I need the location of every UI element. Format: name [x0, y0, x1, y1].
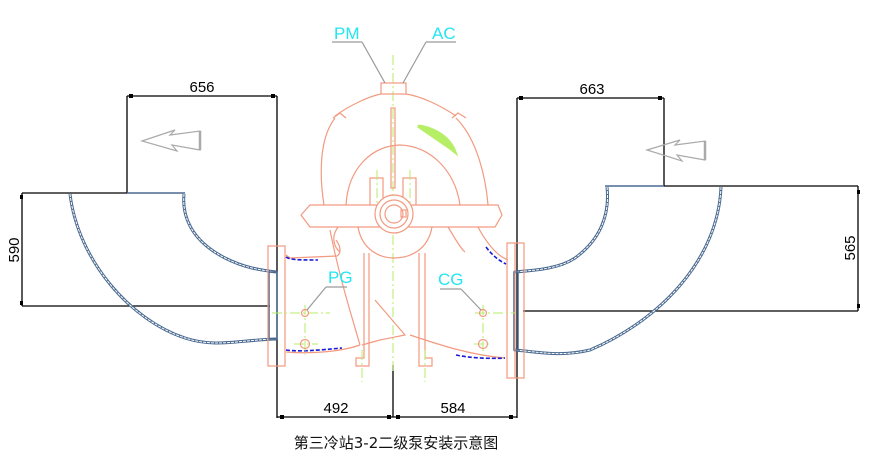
dim-tick: [509, 415, 513, 419]
split-flange: [300, 204, 503, 228]
body-lower-left: [285, 344, 361, 354]
dim-tick: [857, 190, 860, 194]
leg-right: [418, 253, 433, 367]
pipe-flange-face: [513, 271, 519, 351]
body-diagonal-left: [329, 229, 361, 346]
right-elbow-pipe: [513, 185, 723, 356]
hidden-line: [455, 354, 506, 360]
dim-tick: [658, 96, 662, 100]
bearing-mid: [379, 199, 409, 229]
dim-tick: [280, 415, 284, 419]
tag-cg: CG: [438, 270, 464, 289]
drawing-caption: 第三冷站3-2二级泵安装示意图: [294, 434, 499, 452]
dim-tick: [387, 415, 391, 419]
bearing-outer: [374, 194, 414, 234]
pg-tap-lower-icon: [299, 338, 311, 350]
body-diagonal-center: [361, 299, 407, 346]
dim-tick: [20, 301, 23, 305]
dim-tick: [271, 94, 275, 98]
volute-lugs: [332, 112, 467, 119]
tag-pg: PG: [328, 268, 353, 287]
casing-inner-arc: [345, 144, 461, 206]
instrument-tags: PM AC PG CG: [306, 24, 482, 311]
pump-stem: [390, 107, 396, 189]
flow-direction-arrow-icon: [644, 139, 706, 163]
dim-label-bottom-left: 492: [323, 400, 348, 417]
dim-label-bottom-right: 584: [440, 400, 465, 417]
shaft-key: [400, 209, 407, 218]
hidden-line: [285, 256, 319, 261]
tag-pm: PM: [334, 24, 360, 43]
hidden-line: [485, 246, 507, 265]
pg-leader: [306, 286, 327, 311]
flow-arrow-right: [644, 139, 707, 163]
body-upper-right: [477, 226, 509, 261]
dim-tick: [396, 415, 400, 419]
pipe-inner-inner: [183, 193, 277, 273]
casing-left: [320, 117, 336, 206]
dim-label-left-top: 656: [189, 79, 214, 96]
lower-bearing-housing: [357, 226, 433, 259]
cg-tap-lower-icon: [477, 338, 489, 350]
pipe-inner-inner: [513, 186, 609, 273]
ac-leader: [402, 41, 427, 84]
flange-left: [267, 245, 286, 367]
hidden-line: [285, 347, 343, 352]
casing-right: [455, 117, 489, 206]
shaft: [384, 204, 404, 224]
flow-arrow-left: [139, 129, 202, 153]
dim-tick: [519, 96, 523, 100]
bottom-dimension-group: 492 584: [277, 365, 517, 419]
pg-tap-icon: [300, 308, 310, 318]
cg-tap-icon: [478, 308, 488, 318]
pipe-outer-curve: [68, 193, 277, 345]
left-elbow-pipe: [68, 192, 278, 345]
left-dimension-group: 656 590: [6, 79, 278, 418]
pump-body: [267, 55, 525, 382]
pm-leader: [361, 41, 386, 84]
dim-tick: [20, 195, 23, 199]
dim-tick: [129, 94, 133, 98]
pipe-inner-curve: [513, 186, 610, 274]
pipe-outer-inner: [513, 186, 722, 355]
pipe-flange-face: [268, 271, 278, 340]
dim-label-left-height: 590: [6, 237, 23, 262]
body-lower-right: [409, 334, 506, 359]
flow-direction-arrow-icon: [139, 129, 201, 153]
dim-tick: [857, 304, 860, 308]
top-port: [380, 82, 407, 95]
dim-label-right-height: 565: [842, 235, 859, 260]
dim-label-right-top: 663: [579, 81, 604, 98]
pipe-outer-curve: [513, 186, 723, 356]
tag-ac: AC: [432, 24, 456, 43]
cg-leader: [460, 288, 482, 311]
pipe-outer-inner: [69, 193, 277, 344]
body-upper-left: [285, 239, 341, 259]
casing-skirt: [333, 226, 466, 253]
rotation-arrow-icon: [417, 124, 459, 157]
right-dimension-group: 663 565: [516, 81, 860, 418]
leg-left: [355, 253, 370, 367]
